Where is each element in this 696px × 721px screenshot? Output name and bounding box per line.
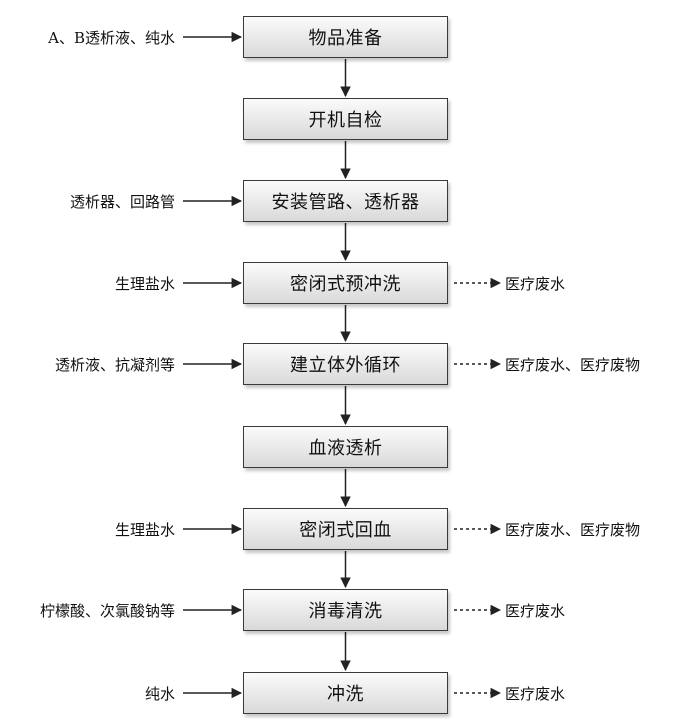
process-step-box: 安装管路、透析器 [243, 180, 448, 222]
output-label: 医疗废水 [505, 275, 566, 293]
process-step-box: 密闭式回血 [243, 508, 448, 550]
process-step-label: 血液透析 [308, 438, 383, 459]
process-step-label: 密闭式预冲洗 [290, 274, 401, 295]
process-step-label: 冲洗 [327, 684, 364, 705]
process-step-box: 物品准备 [243, 16, 448, 58]
input-label: 纯水 [144, 685, 175, 703]
input-label: 透析液、抗凝剂等 [54, 356, 175, 374]
process-step-label: 开机自检 [308, 110, 383, 131]
process-step-box: 密闭式预冲洗 [243, 262, 448, 304]
input-label: 柠檬酸、次氯酸钠等 [39, 602, 175, 620]
process-step-box: 消毒清洗 [243, 589, 448, 631]
output-label: 医疗废水、医疗废物 [505, 521, 641, 539]
process-step-box: 开机自检 [243, 98, 448, 140]
process-step-box: 建立体外循环 [243, 343, 448, 385]
process-step-label: 密闭式回血 [299, 520, 392, 541]
process-step-label: 消毒清洗 [308, 601, 383, 622]
process-step-label: 物品准备 [308, 28, 383, 49]
process-step-label: 安装管路、透析器 [271, 192, 420, 213]
input-label: 透析器、回路管 [69, 193, 175, 211]
process-step-box: 血液透析 [243, 426, 448, 468]
process-step-label: 建立体外循环 [290, 355, 401, 376]
input-label: 生理盐水 [114, 521, 175, 539]
output-label: 医疗废水 [505, 685, 566, 703]
input-label: A、B透析液、纯水 [48, 29, 175, 47]
process-step-box: 冲洗 [243, 672, 448, 714]
output-label: 医疗废水、医疗废物 [505, 356, 641, 374]
output-label: 医疗废水 [505, 602, 566, 620]
input-label: 生理盐水 [114, 275, 175, 293]
